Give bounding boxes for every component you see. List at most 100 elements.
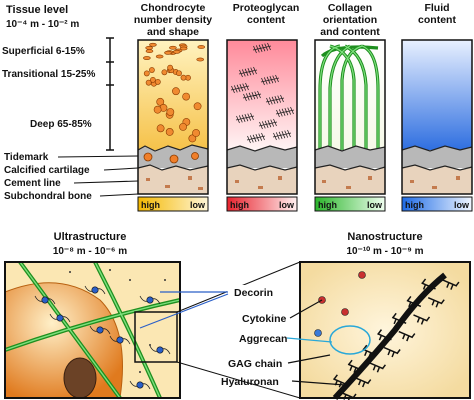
chondrocyte-cell	[193, 102, 202, 111]
chondrocyte-cell	[143, 70, 150, 77]
gag-chain-mark	[427, 297, 445, 308]
chondrocyte-cell	[148, 67, 155, 73]
chondrocyte-cell	[172, 87, 180, 96]
chondrocyte-cell	[156, 97, 165, 106]
chondrocyte-cell	[197, 45, 206, 49]
column-proteoglycan	[226, 39, 298, 195]
col4-title-line1: Fluid	[424, 2, 449, 14]
proteoglycan-mark	[260, 74, 280, 86]
chondrocyte-cell	[150, 77, 156, 83]
col3-title-line2: orientation	[323, 14, 377, 26]
gag-chain-mark	[354, 376, 372, 388]
calcified-cartilage-label: Calcified cartilage	[4, 165, 90, 176]
column-titles: Chondrocyte number density and shape Pro…	[134, 2, 457, 38]
proteoglycan-mark	[275, 106, 295, 118]
chondrocyte-cell	[153, 105, 162, 114]
chondrocyte-cells	[143, 42, 206, 143]
chondrocyte-cell	[161, 69, 168, 76]
col1-title-line3: and shape	[147, 26, 199, 38]
gag-chain-mark	[398, 330, 416, 342]
zone-deep-label: Deep 65-85%	[30, 119, 92, 130]
tidemark-label: Tidemark	[4, 152, 49, 163]
tissue-level-title: Tissue level	[6, 4, 68, 16]
decorin-mark	[149, 345, 171, 355]
col4-high: high	[405, 200, 424, 210]
nanostructure-scale: 10⁻¹⁰ m - 10⁻⁹ m	[346, 246, 423, 257]
col3-title-line3: and content	[320, 26, 380, 38]
nano-leader-lines	[139, 291, 346, 386]
col1-low: low	[190, 200, 206, 210]
ultrastructure-scale: 10⁻⁸ m - 10⁻⁶ m	[53, 246, 127, 257]
chondrocyte-cell	[179, 122, 187, 131]
proteoglycan-mark	[238, 66, 258, 78]
chondrocyte-cell	[156, 124, 165, 133]
nano-labels: Decorin Cytokine Aggrecan GAG chain Hyal…	[221, 285, 287, 388]
proteoglycan-mark	[252, 42, 272, 54]
proteoglycan-mark	[235, 112, 255, 124]
chondrocyte-cell	[143, 56, 151, 60]
gag-chains	[333, 278, 460, 400]
col2-low: low	[279, 200, 295, 210]
tissue-level-scale: 10⁻⁴ m - 10⁻² m	[6, 19, 79, 30]
gag-chain-mark	[413, 314, 431, 325]
ultrastructure-panel	[4, 260, 181, 400]
proteoglycan-mark	[246, 132, 266, 144]
zone-brackets	[106, 37, 114, 151]
chondrocyte-cell	[145, 46, 153, 50]
gag-chain-mark	[362, 344, 378, 358]
chondrocyte-cell	[166, 108, 175, 116]
decorin-mark	[89, 325, 111, 335]
hyaluronan-label: Hyaluronan	[221, 376, 279, 388]
gag-chain-mark	[377, 329, 392, 343]
decorin-mark	[109, 335, 131, 345]
decorin-mark	[129, 380, 151, 390]
decorin-mark	[49, 313, 71, 323]
zone-superficial-label: Superficial 6-15%	[2, 46, 85, 57]
ultrastructure-title: Ultrastructure	[54, 231, 127, 243]
tissue-level-header: Tissue level 10⁻⁴ m - 10⁻² m	[6, 4, 79, 30]
aggrecan-highlight	[329, 325, 371, 355]
aggrecan-label: Aggrecan	[239, 333, 287, 345]
gag-chain-label: GAG chain	[228, 358, 282, 370]
column-collagen	[314, 39, 386, 195]
legend-bars: high low high low high low high low	[137, 196, 473, 212]
gag-chain-mark	[421, 278, 436, 292]
col3-low: low	[367, 200, 383, 210]
col1-high: high	[141, 200, 160, 210]
chondrocyte-cell	[196, 57, 205, 62]
chondrocyte-cell	[172, 49, 181, 54]
chondrocyte-cell	[192, 129, 200, 137]
gag-chain-mark	[383, 346, 401, 358]
column-chondrocyte	[137, 39, 209, 195]
chondrocyte-cell	[167, 64, 174, 71]
col2-title-line2: content	[247, 14, 285, 26]
decorin-mark	[84, 285, 106, 295]
subchondral-bone-label: Subchondral bone	[4, 191, 92, 202]
boundary-leader-lines	[57, 155, 139, 197]
proteoglycan-mark	[230, 82, 250, 94]
proteoglycan-glyphs	[230, 42, 295, 144]
proteoglycan-mark	[258, 118, 278, 130]
chondrocyte-cell	[180, 74, 187, 81]
chondrocyte-cell	[188, 134, 197, 143]
col2-title-line1: Proteoglycan	[233, 2, 300, 14]
chondrocyte-cell	[164, 50, 172, 55]
gag-chain-mark	[391, 312, 407, 327]
proteoglycan-mark	[272, 129, 292, 141]
gag-chain-mark	[406, 295, 422, 310]
gag-chain-mark	[369, 362, 386, 373]
chondrocyte-cell	[179, 46, 188, 51]
zone-transitional-label: Transitional 15-25%	[2, 69, 95, 80]
chondrocyte-cell	[176, 70, 182, 77]
chondrocyte-cell	[145, 79, 152, 86]
gag-chain-mark	[347, 359, 363, 373]
col1-title-line1: Chondrocyte	[141, 2, 206, 14]
chondrocyte-cell	[182, 92, 191, 101]
gag-chain-mark	[442, 279, 460, 290]
decorin-label: Decorin	[234, 287, 273, 299]
col3-title-line1: Collagen	[328, 2, 372, 14]
col2-high: high	[230, 200, 249, 210]
ultrastructure-decorins	[34, 285, 171, 390]
